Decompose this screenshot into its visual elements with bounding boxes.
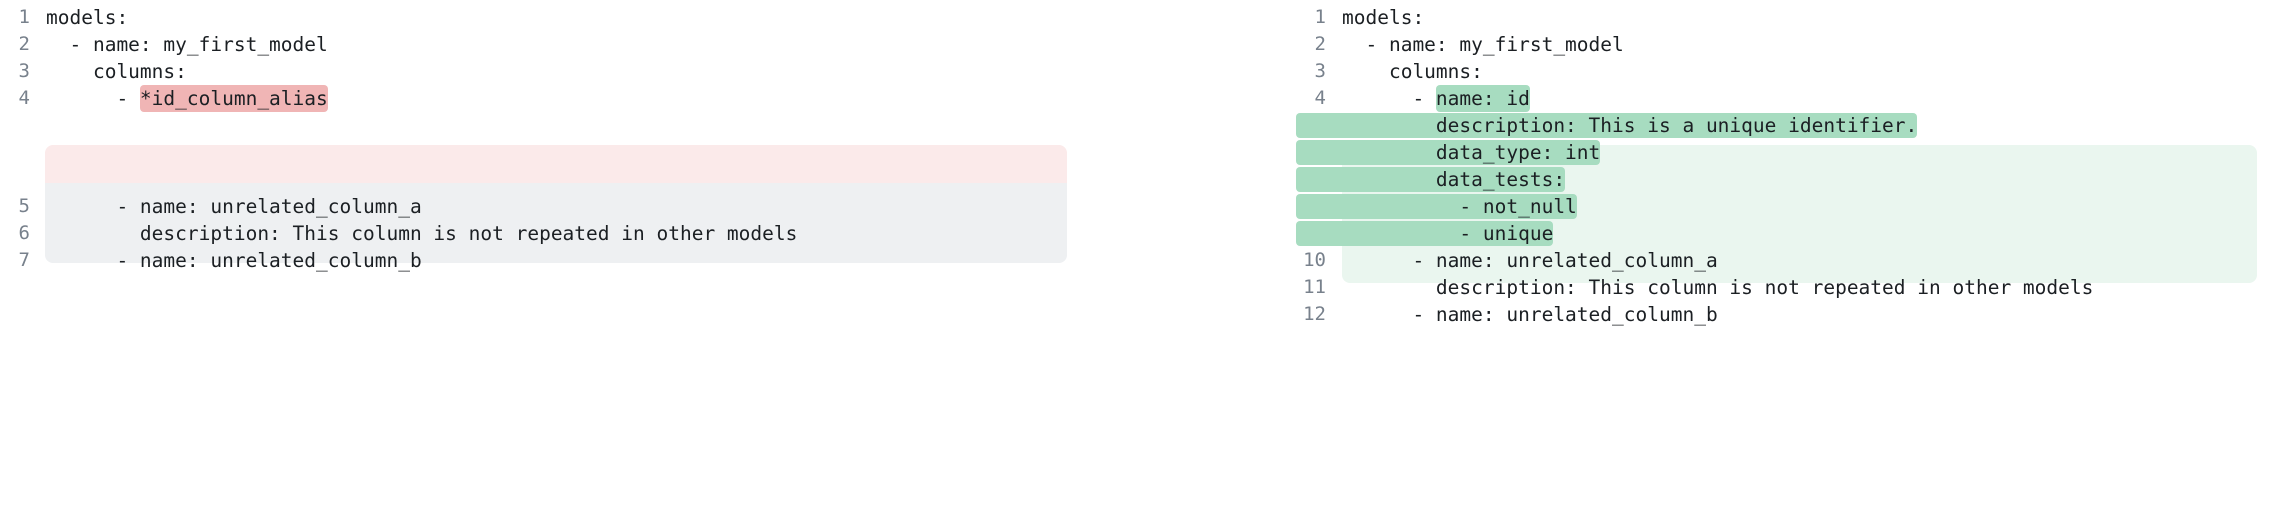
added-token: data_type: int [1296,140,1601,165]
line-content: - name: unrelated_column_b [1342,303,1718,326]
line-content: columns: [46,60,187,83]
code-line-removed[interactable]: 4 - *id_column_alias [0,85,1139,112]
line-content: - name: my_first_model [46,33,328,56]
code-line[interactable]: 2 - name: my_first_model [1296,31,2278,58]
code-line-added[interactable]: 6 data_type: int [1296,139,2278,166]
line-content: data_type: int [1296,139,1601,166]
code-line[interactable]: 1 models: [1296,4,2278,31]
line-number: 1 [18,6,30,28]
code-lines-after: 1 models: 2 - name: my_first_model 3 col… [1139,0,2278,328]
line-content: description: This column is not repeated… [46,222,798,245]
code-line[interactable]: 2 - name: my_first_model [0,31,1139,58]
line-number: 11 [1303,276,1326,298]
line-content: models: [1342,6,1425,29]
line-number: 2 [18,33,30,55]
line-number: 3 [1314,60,1326,82]
added-token: name: id [1435,85,1530,112]
line-content: data_tests: [1296,166,1566,193]
diff-panel-after: 1 models: 2 - name: my_first_model 3 col… [1139,0,2278,528]
code-line-added[interactable]: 7 data_tests: [1296,166,2278,193]
line-content: - name: unrelated_column_a [46,195,422,218]
line-number: 2 [1314,33,1326,55]
line-number: 4 [18,87,30,109]
line-number: 5 [18,195,30,217]
code-line[interactable]: 3 columns: [0,58,1139,85]
code-line[interactable]: 1 models: [0,4,1139,31]
line-content: - name: id [1342,85,1530,112]
added-token: - not_null [1296,194,1577,219]
line-number: 10 [1303,249,1326,271]
code-line[interactable]: 12 - name: unrelated_column_b [1296,301,2278,328]
code-line[interactable]: 5 - name: unrelated_column_a [0,193,1139,220]
line-content: columns: [1342,60,1483,83]
line-prefix: - [46,87,140,110]
code-line-added[interactable]: 4 - name: id [1296,85,2278,112]
line-content: - name: my_first_model [1342,33,1624,56]
line-content: description: This is a unique identifier… [1296,112,1918,139]
added-token: - unique [1296,221,1554,246]
line-number: 7 [18,249,30,271]
line-content: models: [46,6,129,29]
line-content: - not_null [1296,193,1577,220]
line-content: - unique [1296,220,1554,247]
code-line[interactable]: 11 description: This column is not repea… [1296,274,2278,301]
code-line[interactable]: 10 - name: unrelated_column_a [1296,247,2278,274]
line-number: 6 [18,222,30,244]
diff-panel-before: 1 models: 2 - name: my_first_model 3 col… [0,0,1139,274]
line-number: 3 [18,60,30,82]
code-line[interactable]: 3 columns: [1296,58,2278,85]
code-line[interactable]: 6 description: This column is not repeat… [0,220,1139,247]
code-line-added[interactable]: 8 - not_null [1296,193,2278,220]
line-number: 12 [1303,303,1326,325]
line-content: - name: unrelated_column_b [46,249,422,272]
added-token: data_tests: [1296,167,1566,192]
code-line-added[interactable]: 9 - unique [1296,220,2278,247]
line-prefix: - [1342,87,1436,110]
line-content: - *id_column_alias [46,85,328,112]
removed-token: *id_column_alias [139,85,328,112]
line-number: 4 [1314,87,1326,109]
code-lines-before: 1 models: 2 - name: my_first_model 3 col… [0,0,1139,274]
line-number: 1 [1314,6,1326,28]
code-line[interactable]: 7 - name: unrelated_column_b [0,247,1139,274]
code-line-added[interactable]: 5 description: This is a unique identifi… [1296,112,2278,139]
line-content: - name: unrelated_column_a [1342,249,1718,272]
added-token: description: This is a unique identifier… [1296,113,1918,138]
line-content: description: This column is not repeated… [1342,276,2094,299]
